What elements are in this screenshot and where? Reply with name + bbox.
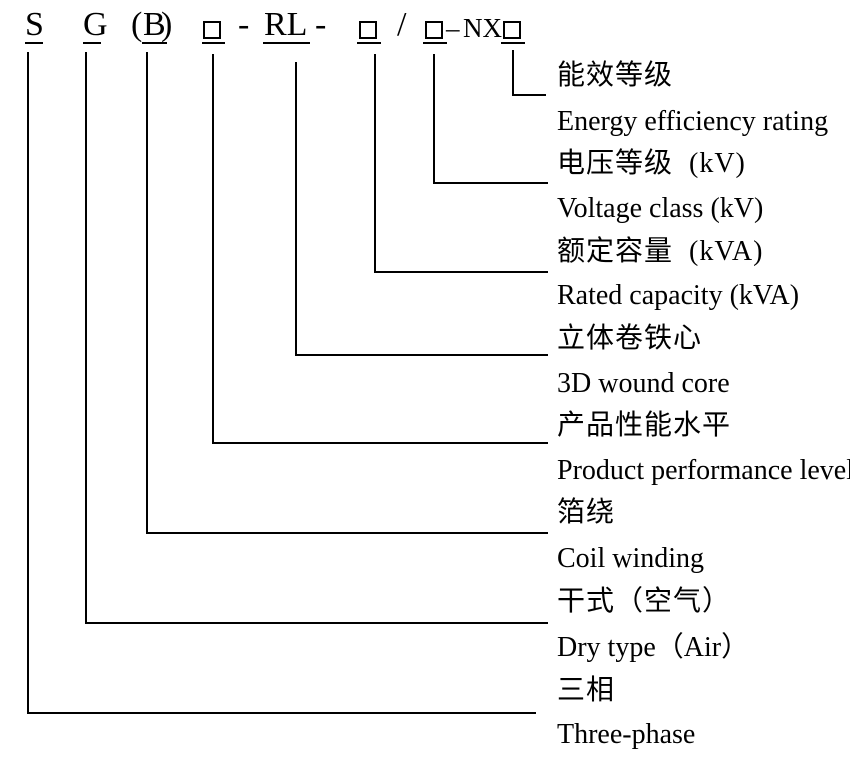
code-segment-paren-open: ( <box>131 6 143 43</box>
leader-voltage-class <box>433 54 548 184</box>
code-segment-paren-close: ) <box>161 6 173 43</box>
label-en-voltage-class: Voltage class (kV) <box>557 193 764 224</box>
label-zh-coil-winding: 箔绕 <box>557 497 616 528</box>
label-zh-three-phase: 三相 <box>557 675 616 706</box>
code-segment-slash: / <box>397 6 407 43</box>
code-segment-dash: – <box>446 13 460 43</box>
placeholder-box-capacity <box>359 21 377 39</box>
label-en-dry-type: Dry type（Air） <box>557 632 750 663</box>
label-zh-3d-wound-core: 立体卷铁心 <box>557 323 703 354</box>
label-en-rated-capacity: Rated capacity (kVA) <box>557 280 800 311</box>
placeholder-box-efficiency <box>503 21 521 39</box>
label-en-3d-wound-core: 3D wound core <box>557 368 730 399</box>
leader-performance-level <box>212 54 548 444</box>
label-en-performance-level: Product performance level <box>557 455 850 486</box>
label-en-three-phase: Three-phase <box>557 719 696 750</box>
placeholder-box-performance <box>203 21 221 39</box>
leader-energy-efficiency <box>512 50 546 96</box>
label-zh-rated-capacity: 额定容量 (kVA) <box>557 236 764 267</box>
leader-3d-wound-core <box>295 62 548 356</box>
code-segment-core: RL <box>264 6 308 43</box>
code-segment-hyphen-1: - <box>238 6 250 43</box>
code-segment-cooling: G <box>83 6 108 43</box>
code-segment-hyphen-2: - <box>315 6 327 43</box>
leader-three-phase <box>27 52 536 714</box>
label-zh-performance-level: 产品性能水平 <box>557 410 732 441</box>
placeholder-box-voltage <box>425 21 443 39</box>
code-segment-nx: NX <box>463 13 502 43</box>
label-en-energy-efficiency: Energy efficiency rating <box>557 106 829 137</box>
label-en-coil-winding: Coil winding <box>557 543 705 574</box>
leader-coil-winding <box>146 52 548 534</box>
leader-rated-capacity <box>374 54 548 273</box>
code-segment-winding: B <box>143 6 166 43</box>
leader-dry-type <box>85 52 548 624</box>
label-zh-dry-type: 干式（空气） <box>557 586 732 617</box>
label-zh-voltage-class: 电压等级 (kV) <box>557 148 746 179</box>
label-zh-energy-efficiency: 能效等级 <box>557 60 674 91</box>
code-segment-phase: S <box>25 6 44 43</box>
